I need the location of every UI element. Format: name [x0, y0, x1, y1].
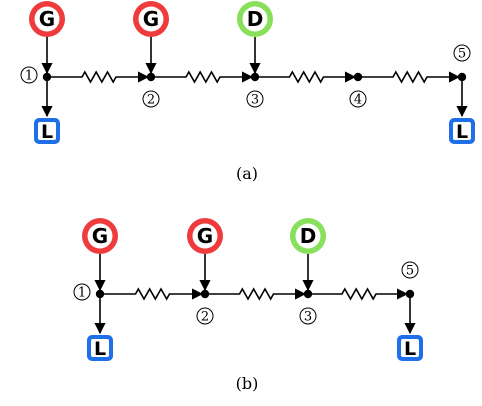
generator-label: G — [39, 7, 55, 31]
generator-icon-inner — [192, 223, 218, 249]
bus-node-1 — [42, 72, 52, 82]
load-icon-inner — [453, 122, 471, 140]
load-label: L — [456, 121, 468, 143]
bus-node-5 — [405, 289, 415, 299]
line-3-4 — [255, 70, 357, 84]
line-2-3 — [151, 70, 254, 84]
caption-a: (a) — [236, 164, 258, 183]
bus-node-2 — [146, 72, 156, 82]
node-label-circle-2 — [196, 307, 214, 325]
demand-badge-node-2: D — [290, 218, 326, 254]
load-label: L — [94, 338, 106, 360]
demand-icon-inner — [242, 6, 268, 32]
load-label: L — [404, 338, 416, 360]
node-label-3: 3 — [304, 310, 312, 325]
load-icon-inner — [401, 339, 419, 357]
node-label-circle-1 — [20, 66, 38, 84]
node-label-1: 1 — [25, 69, 33, 84]
generator-label: G — [92, 224, 108, 248]
bus-node-3 — [250, 72, 260, 82]
line-2-3 — [205, 287, 307, 301]
load-badge-node-4: L — [449, 118, 475, 144]
node-label-3: 3 — [251, 93, 259, 108]
node-label-2: 2 — [201, 310, 209, 325]
line-3-5 — [308, 287, 409, 301]
generator-label: G — [143, 7, 159, 31]
caption-b: (b) — [236, 374, 259, 393]
node-label-circle-5 — [453, 44, 471, 62]
diagram-a: 1 2 3 4 5 (a) — [20, 37, 471, 183]
diagram-b: 1 2 3 5 (b) — [73, 254, 419, 393]
load-icon-inner — [91, 339, 109, 357]
node-label-1: 1 — [78, 286, 86, 301]
load-label: L — [41, 121, 53, 143]
generator-label: G — [197, 224, 213, 248]
generator-badge-node-0: G — [82, 218, 118, 254]
bus-node-4 — [353, 72, 363, 82]
load-badge-node-3: L — [397, 335, 423, 361]
line-1-2 — [100, 287, 204, 301]
demand-label: D — [247, 7, 264, 31]
node-label-4: 4 — [354, 93, 362, 108]
load-badge-node-0: L — [34, 118, 60, 144]
load-badge-node-0: L — [87, 335, 113, 361]
node-label-5: 5 — [406, 264, 414, 279]
node-label-circle-2 — [142, 90, 160, 108]
demand-label: D — [300, 224, 317, 248]
node-label-circle-4 — [349, 90, 367, 108]
demand-icon-inner — [295, 223, 321, 249]
node-label-circle-3 — [299, 307, 317, 325]
generator-icon-inner — [138, 6, 164, 32]
node-label-circle-5 — [401, 261, 419, 279]
line-1-2 — [47, 70, 150, 84]
bus-node-2 — [200, 289, 210, 299]
generator-badge-node-0: G — [29, 1, 65, 37]
demand-badge-node-2: D — [237, 1, 273, 37]
bus-node-1 — [95, 289, 105, 299]
generator-badge-node-1: G — [187, 218, 223, 254]
generator-badge-node-1: G — [133, 1, 169, 37]
bus-node-5 — [457, 72, 467, 82]
line-4-5 — [358, 70, 461, 84]
bus-node-3 — [303, 289, 313, 299]
generator-icon-inner — [87, 223, 113, 249]
node-label-5: 5 — [458, 47, 466, 62]
node-label-circle-1 — [73, 283, 91, 301]
node-label-2: 2 — [147, 93, 155, 108]
node-label-circle-3 — [246, 90, 264, 108]
generator-icon-inner — [34, 6, 60, 32]
load-icon-inner — [38, 122, 56, 140]
